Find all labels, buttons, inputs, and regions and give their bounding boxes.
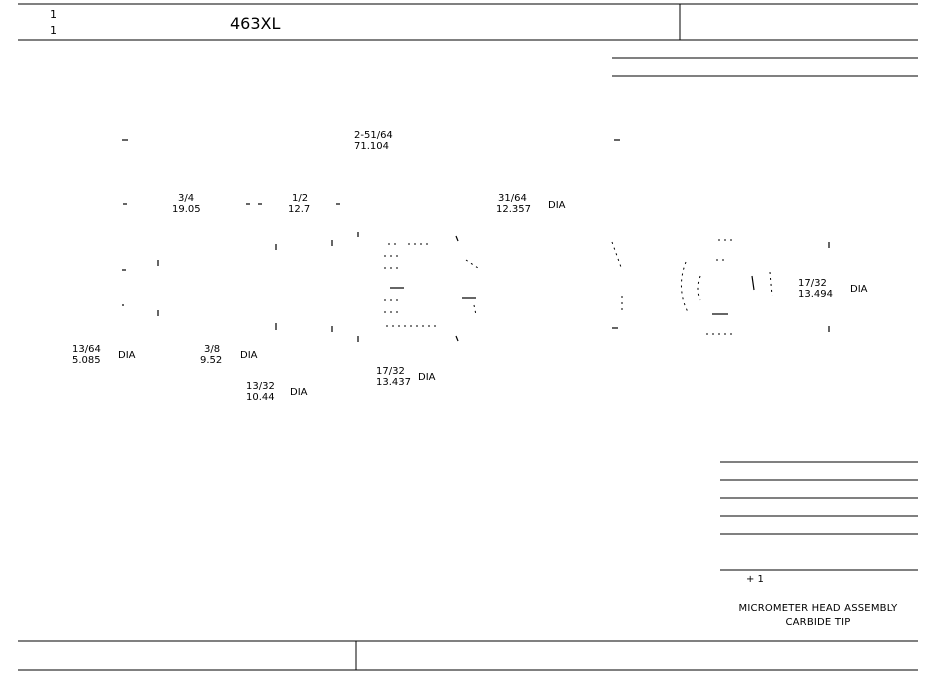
- scale-marker: + 1: [746, 574, 764, 585]
- tip-outline: [681, 261, 689, 313]
- dim-17-32-mid-mm: 13.437: [376, 377, 411, 388]
- tip-outline: [769, 271, 773, 297]
- dim-3-8-fraction: 3/8: [204, 344, 220, 355]
- part-outline: [122, 139, 830, 342]
- dim-13-32-dia: DIA: [290, 387, 308, 398]
- dim-13-32-mm: 10.44: [246, 392, 275, 403]
- dim-13-64-fraction: 13/64: [72, 344, 101, 355]
- notes-table: + 1 MICROMETER HEAD ASSEMBLY CARBIDE TIP: [720, 461, 918, 628]
- dimension-labels: 2-51/64 71.104 3/4 19.05 1/2 12.7 31/64 …: [72, 130, 868, 403]
- dim-3-8-mm: 9.52: [200, 355, 222, 366]
- dim-3-8-dia: DIA: [240, 350, 258, 361]
- dim-17-32-right-mm: 13.494: [798, 289, 833, 300]
- body-edge: [455, 235, 459, 242]
- part-number: 463XL: [230, 14, 281, 33]
- knurl-line: [465, 259, 479, 269]
- dim-17-32-right-fraction: 17/32: [798, 278, 827, 289]
- dim-17-32-right-dia: DIA: [850, 284, 868, 295]
- bottom-frame: [18, 640, 918, 671]
- knurl-line: [473, 304, 477, 316]
- dim-1-2-fraction: 1/2: [292, 193, 308, 204]
- body-edge: [455, 335, 459, 342]
- dim-3-4-fraction: 3/4: [178, 193, 194, 204]
- dim-overall-length-fraction: 2-51/64: [354, 130, 393, 141]
- caption-line-2: CARBIDE TIP: [785, 617, 850, 628]
- tip-outline: [751, 275, 755, 291]
- upper-right-table: [612, 57, 918, 77]
- dim-13-64-mm: 5.085: [72, 355, 101, 366]
- dim-31-64-dia: DIA: [548, 200, 566, 211]
- dim-13-32-fraction: 13/32: [246, 381, 275, 392]
- dim-31-64-mm: 12.357: [496, 204, 531, 215]
- rev-bottom: 1: [50, 24, 57, 37]
- dim-overall-length-mm: 71.104: [354, 141, 389, 152]
- dim-31-64-fraction: 31/64: [498, 193, 527, 204]
- dim-3-4-mm: 19.05: [172, 204, 201, 215]
- dim-17-32-mid-dia: DIA: [418, 372, 436, 383]
- dim-1-2-mm: 12.7: [288, 204, 310, 215]
- tip-outline: [697, 275, 701, 301]
- caption-line-1: MICROMETER HEAD ASSEMBLY: [739, 603, 899, 614]
- dim-13-64-dia: DIA: [118, 350, 136, 361]
- spindle-edge: [611, 241, 623, 271]
- title-block: 1 1 463XL: [18, 3, 918, 41]
- dim-17-32-mid-fraction: 17/32: [376, 366, 405, 377]
- rev-top: 1: [50, 8, 57, 21]
